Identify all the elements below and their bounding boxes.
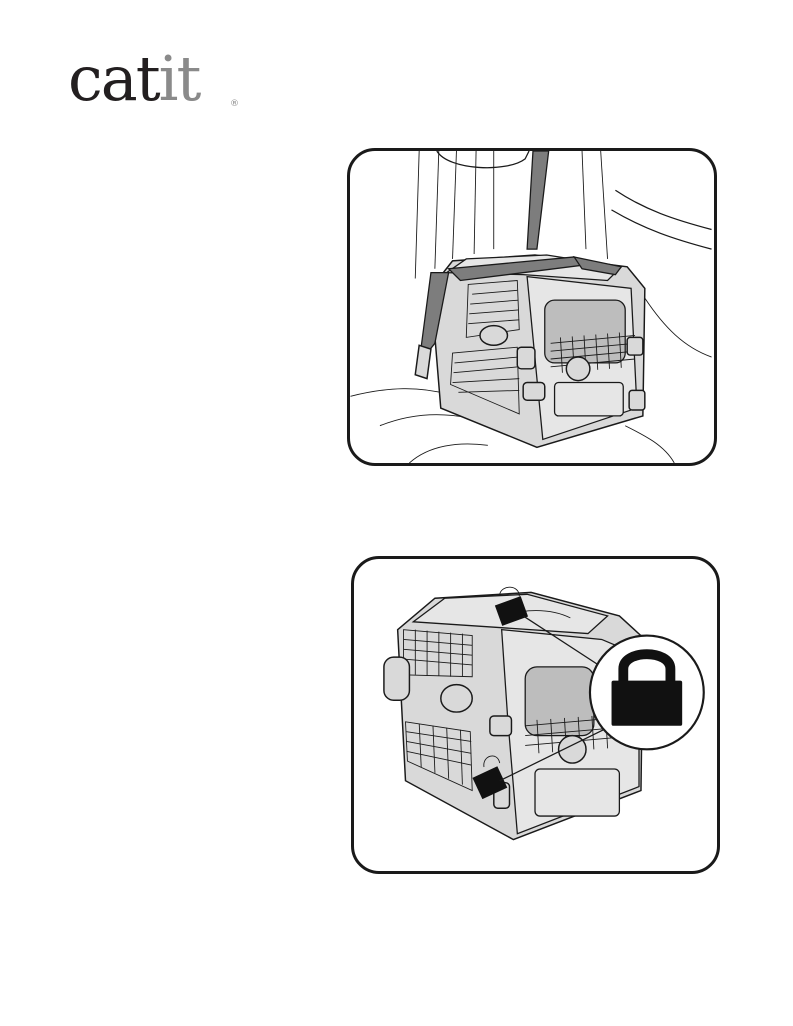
registered-mark: ® [230, 99, 239, 109]
svg-text:catit: catit [68, 50, 201, 112]
catit-logo: catit ® [68, 50, 248, 112]
car-seat-carrier-icon [350, 151, 714, 463]
catit-logo-mark: catit ® [68, 50, 248, 112]
carrier-padlock-icon [354, 559, 717, 871]
carrier-seatbelt-illustration [347, 148, 717, 466]
logo-text-it: it [159, 50, 202, 112]
carrier-padlock-illustration [351, 556, 720, 874]
logo-text-cat: cat [68, 50, 161, 112]
